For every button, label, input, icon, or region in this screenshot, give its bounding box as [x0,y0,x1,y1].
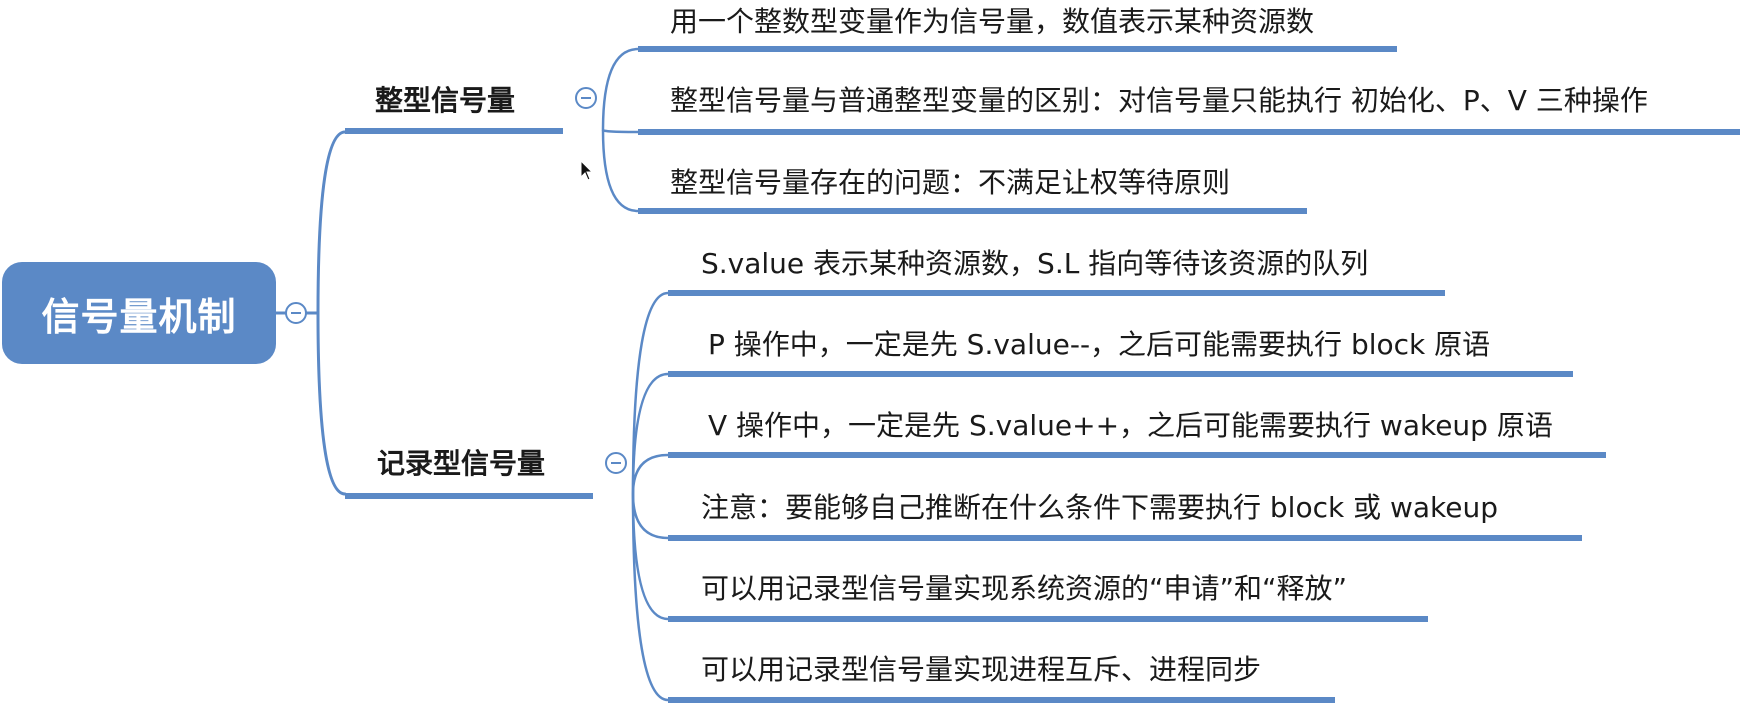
leaf-2-4-text[interactable]: 注意：要能够自己推断在什么条件下需要执行 block 或 wakeup [701,491,1499,524]
connector-root-to-branch-1 [298,130,347,315]
leaf-1-2-text[interactable]: 整型信号量与普通整型变量的区别：对信号量只能执行 初始化、P、V 三种操作 [670,84,1648,117]
connector-b2-c3 [631,453,669,495]
leaf-2-3-text[interactable]: V 操作中，一定是先 S.value++，之后可能需要执行 wakeup 原语 [708,409,1553,442]
root-collapse-icon[interactable] [285,302,307,324]
leaf-1-1-text[interactable]: 用一个整数型变量作为信号量，数值表示某种资源数 [670,5,1315,38]
branch-1-label[interactable]: 整型信号量 [375,84,516,117]
connector-b1-c3 [601,129,639,213]
connector-b2-c4 [631,493,669,540]
connector-b1-c2 [601,128,639,134]
branch-2-collapse-icon[interactable] [605,452,627,474]
leaf-2-5-text[interactable]: 可以用记录型信号量实现系统资源的“申请”和“释放” [701,572,1348,605]
connector-b2-c5 [631,493,669,621]
connector-b2-c2 [631,372,669,495]
connector-b1-c1 [601,47,639,131]
root-node[interactable]: 信号量机制 [2,262,276,364]
leaf-2-6-text[interactable]: 可以用记录型信号量实现进程互斥、进程同步 [701,653,1262,686]
root-node-label: 信号量机制 [41,294,237,339]
connector-b2-c6 [631,493,669,702]
connector-root-to-branch-2 [316,311,347,496]
mouse-pointer-icon [580,160,594,181]
leaf-2-1-text[interactable]: S.value 表示某种资源数，S.L 指向等待该资源的队列 [701,247,1369,280]
connector-b2-c1 [631,291,669,495]
leaf-1-3-text[interactable]: 整型信号量存在的问题：不满足让权等待原则 [670,166,1231,199]
branch-1-collapse-icon[interactable] [575,87,597,109]
branch-2-label[interactable]: 记录型信号量 [377,447,546,480]
leaf-2-2-text[interactable]: P 操作中，一定是先 S.value--，之后可能需要执行 block 原语 [708,328,1491,361]
